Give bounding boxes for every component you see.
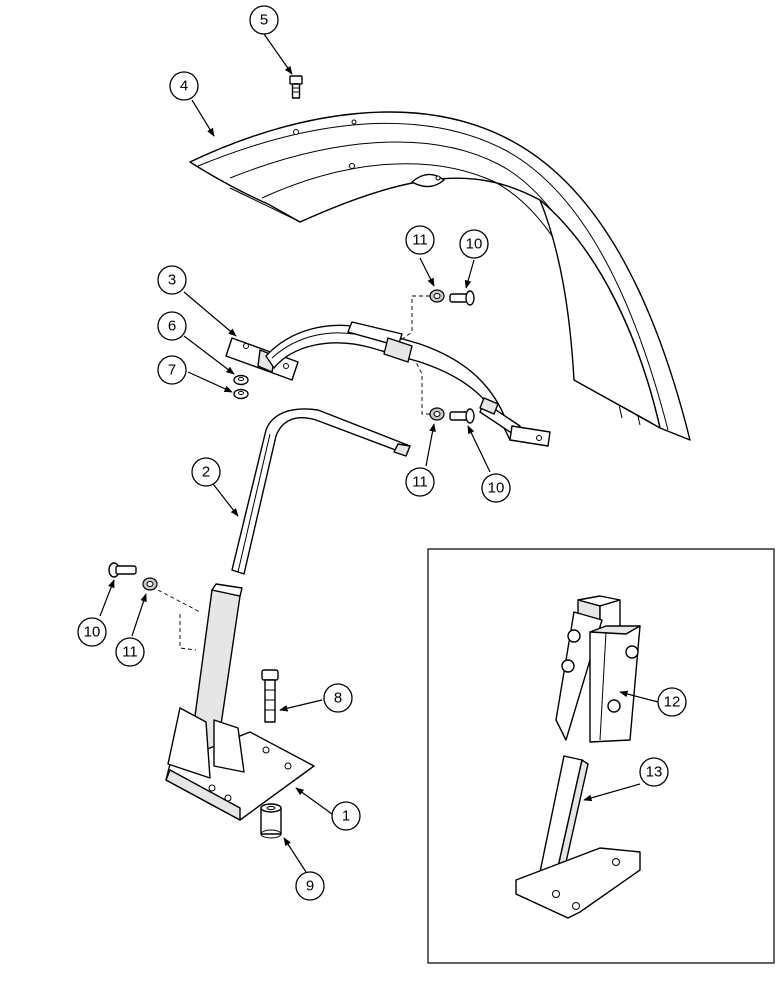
leader-12 <box>619 690 659 703</box>
washer-11-left <box>142 577 158 591</box>
svg-text:12: 12 <box>664 694 681 711</box>
callout-6: 6 <box>157 311 187 341</box>
svg-text:6: 6 <box>168 318 176 335</box>
leader-3 <box>183 291 237 337</box>
svg-text:8: 8 <box>334 690 342 707</box>
leader-6 <box>183 335 235 375</box>
callout-11-left: 11 <box>115 637 145 667</box>
leader-5 <box>263 33 293 75</box>
callout-10-left: 10 <box>77 617 107 647</box>
svg-text:5: 5 <box>260 12 268 29</box>
leader-2 <box>209 479 239 517</box>
bolt-5 <box>289 75 303 99</box>
callout-11-upper: 11 <box>405 225 435 255</box>
callout-13: 13 <box>639 757 669 787</box>
svg-text:9: 9 <box>306 878 314 895</box>
callout-1: 1 <box>331 801 361 831</box>
svg-text:10: 10 <box>488 480 505 497</box>
nut-7 <box>233 388 249 400</box>
base-bracket-13 <box>515 755 641 919</box>
leader-13 <box>583 783 641 802</box>
leader-10a <box>464 259 475 289</box>
nut-6 <box>233 374 249 386</box>
inset-frame <box>427 548 775 964</box>
leader-10c <box>99 579 115 617</box>
leader-11c <box>131 593 147 637</box>
support-rod <box>231 408 411 575</box>
svg-text:4: 4 <box>180 78 188 95</box>
leader-10b <box>467 425 491 473</box>
alignment-line-lower <box>415 361 430 415</box>
callout-4: 4 <box>169 71 199 101</box>
svg-text:11: 11 <box>412 232 428 249</box>
upper-bracket <box>225 321 551 447</box>
svg-text:11: 11 <box>122 644 138 661</box>
leader-9 <box>283 837 307 873</box>
callout-10-middle: 10 <box>481 473 511 503</box>
svg-text:10: 10 <box>466 236 483 253</box>
svg-text:10: 10 <box>84 624 101 641</box>
washer-11-upper <box>429 289 445 303</box>
svg-text:11: 11 <box>412 474 428 491</box>
bolt-10-lower <box>449 408 475 424</box>
mounting-bracket <box>165 583 315 821</box>
callout-11-middle: 11 <box>405 467 435 497</box>
fender <box>189 111 691 441</box>
callout-12: 12 <box>657 687 687 717</box>
bolt-10-upper <box>449 290 475 306</box>
sleeve-12 <box>555 595 641 743</box>
alignment-line-upper <box>397 295 430 343</box>
callout-5: 5 <box>249 5 279 35</box>
alignment-line-left <box>157 589 201 651</box>
bolt-8 <box>261 669 279 723</box>
callout-3: 3 <box>157 265 187 295</box>
leader-4 <box>191 99 215 137</box>
leader-11a <box>419 257 435 287</box>
svg-text:13: 13 <box>646 764 663 781</box>
leader-8 <box>279 699 323 712</box>
leader-11b <box>425 423 436 467</box>
svg-text:3: 3 <box>168 272 176 289</box>
callout-9: 9 <box>295 871 325 901</box>
washer-11-lower <box>429 407 445 421</box>
leader-1 <box>295 787 333 815</box>
callout-8: 8 <box>323 683 353 713</box>
callout-7: 7 <box>157 355 187 385</box>
svg-text:1: 1 <box>342 808 350 825</box>
leader-7 <box>187 371 233 393</box>
bolt-10-left <box>108 562 137 578</box>
spacer-9 <box>260 803 282 839</box>
svg-text:7: 7 <box>168 362 176 379</box>
callout-10-upper: 10 <box>459 229 489 259</box>
svg-text:2: 2 <box>202 464 210 481</box>
callout-2: 2 <box>191 457 221 487</box>
